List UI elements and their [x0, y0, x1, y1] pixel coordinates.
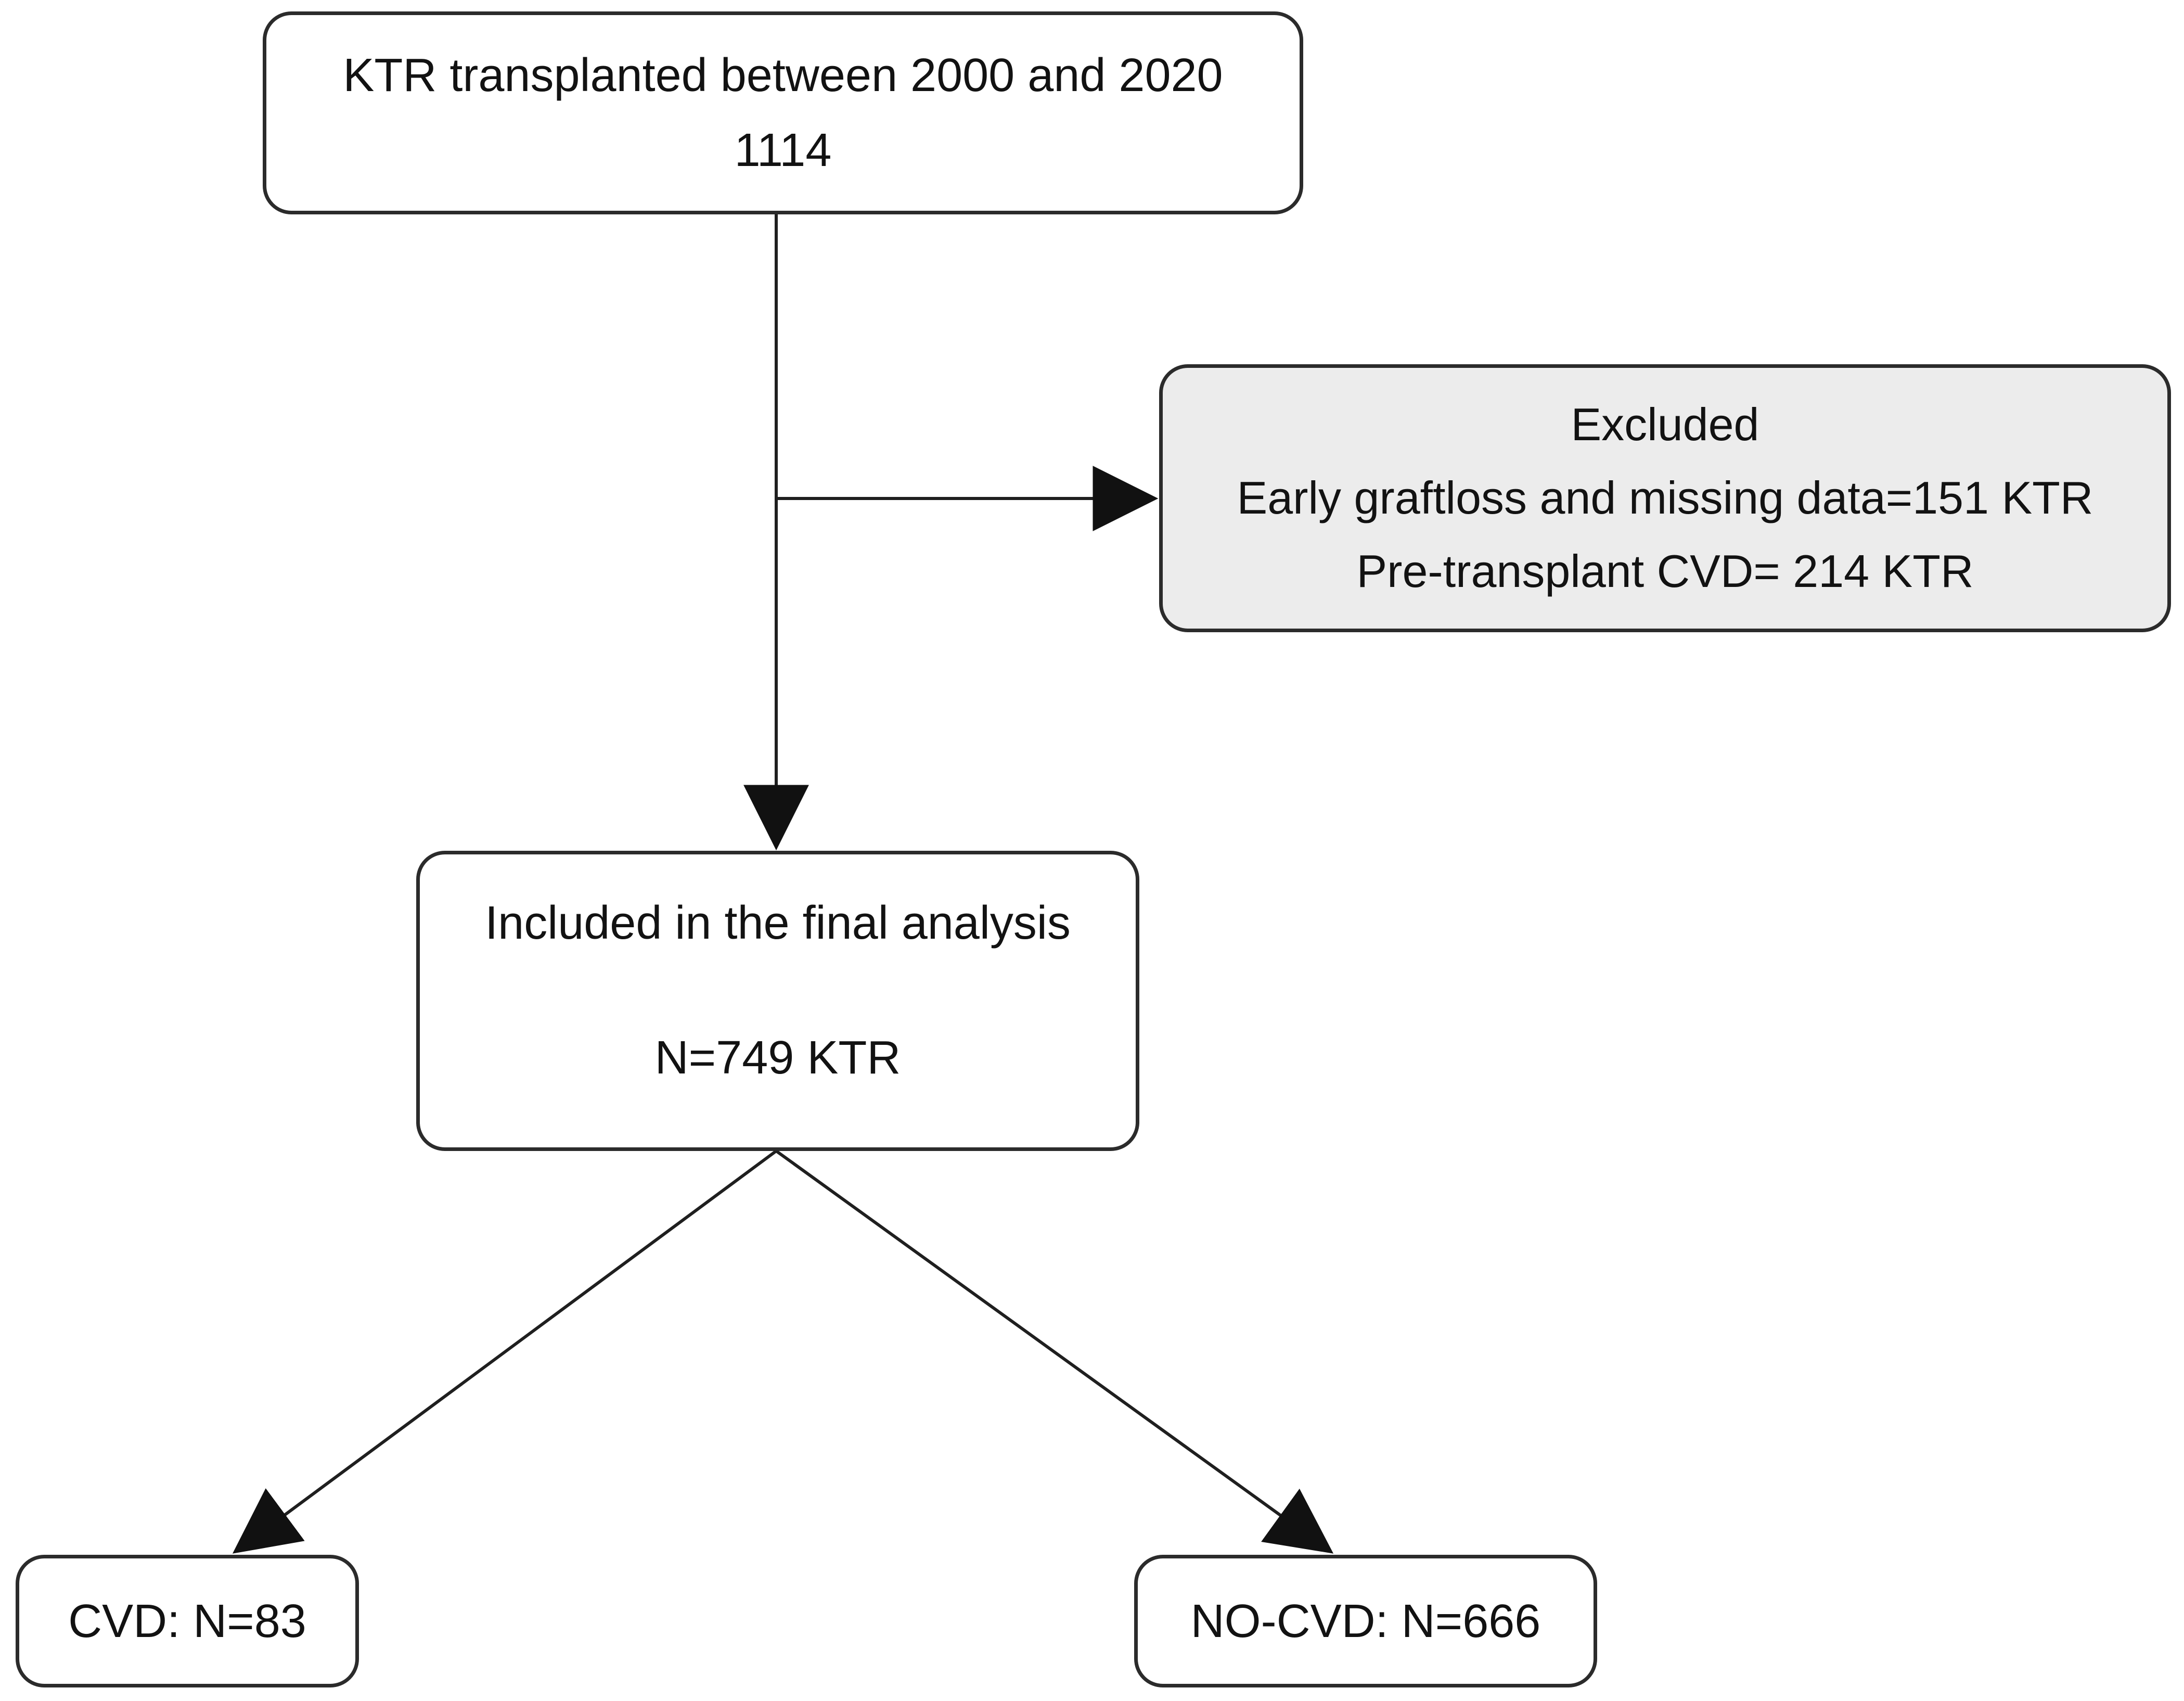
excluded-reason-pretransplant-cvd: Pre-transplant CVD= 214 KTR: [1356, 545, 1974, 597]
included-count: N=749 KTR: [654, 1032, 901, 1084]
box-included-final-analysis: Included in the final analysis N=749 KTR: [416, 851, 1139, 1151]
cvd-group-label: CVD: N=83: [68, 1595, 306, 1647]
no-cvd-group-label: NO-CVD: N=666: [1190, 1595, 1541, 1647]
box-source-population: KTR transplanted between 2000 and 2020 1…: [263, 11, 1303, 214]
connector-included-to-cvd: [232, 1149, 777, 1554]
source-population-count: 1114: [734, 124, 832, 176]
box-cvd-group: CVD: N=83: [16, 1555, 359, 1687]
connector-included-to-nocvd: [775, 1149, 1334, 1554]
included-label: Included in the final analysis: [485, 897, 1071, 949]
box-excluded: Excluded Early graftloss and missing dat…: [1159, 364, 2171, 632]
excluded-title: Excluded: [1571, 399, 1759, 451]
box-no-cvd-group: NO-CVD: N=666: [1134, 1555, 1597, 1687]
excluded-reason-graftloss: Early graftloss and missing data=151 KTR: [1237, 472, 2093, 524]
source-population-label: KTR transplanted between 2000 and 2020: [343, 49, 1223, 101]
